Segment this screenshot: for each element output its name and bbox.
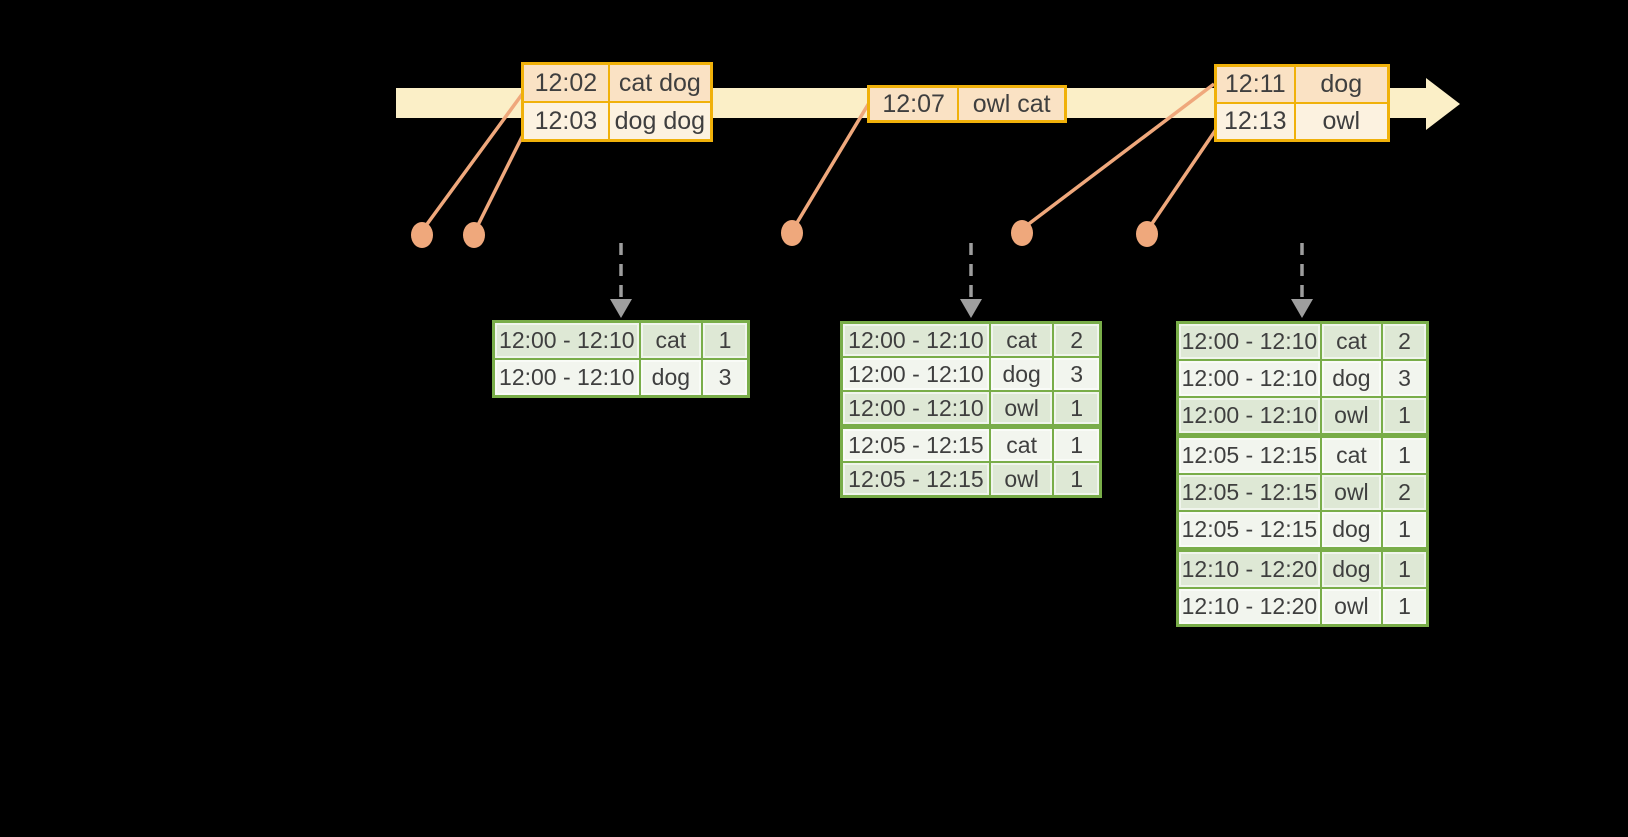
- count-cell: 1: [1054, 463, 1099, 495]
- down-arrowhead-icon: [960, 299, 982, 318]
- count-cell: 1: [1383, 512, 1426, 547]
- count-cell: 1: [1383, 589, 1426, 624]
- event-time: 12:11: [1217, 67, 1294, 102]
- event-connector-line: [472, 130, 527, 234]
- event-time: 12:02: [524, 65, 608, 101]
- trigger-arrow: [610, 243, 632, 318]
- event-dot-icon: [1011, 220, 1033, 246]
- word-cell: owl: [990, 463, 1053, 495]
- event-dot-icon: [463, 222, 485, 248]
- window-cell: 12:05 - 12:15: [843, 463, 989, 495]
- event-words: cat dog: [609, 65, 710, 101]
- word-cell: owl: [990, 392, 1053, 424]
- window-cell: 12:00 - 12:10: [843, 392, 989, 424]
- event-words: dog: [1295, 67, 1387, 102]
- window-cell: 12:00 - 12:10: [495, 360, 639, 395]
- count-cell: 3: [1383, 361, 1426, 396]
- window-cell: 12:05 - 12:15: [1179, 475, 1320, 510]
- count-cell: 1: [1383, 438, 1426, 473]
- window-cell: 12:00 - 12:10: [495, 323, 639, 358]
- word-cell: owl: [1321, 475, 1382, 510]
- event-words: dog dog: [609, 103, 710, 139]
- count-cell: 1: [1054, 429, 1099, 461]
- window-cell: 12:05 - 12:15: [843, 429, 989, 461]
- count-cell: 1: [1383, 552, 1426, 587]
- count-cell: 1: [1054, 392, 1099, 424]
- trigger-arrow: [1291, 243, 1313, 318]
- word-cell: dog: [1321, 361, 1382, 396]
- word-cell: cat: [640, 323, 702, 358]
- event-connector-line: [1020, 82, 1216, 231]
- count-cell: 3: [703, 360, 747, 395]
- word-cell: cat: [990, 324, 1053, 356]
- trigger-arrow: [960, 243, 982, 318]
- count-cell: 2: [1383, 475, 1426, 510]
- window-cell: 12:10 - 12:20: [1179, 589, 1320, 624]
- count-cell: 2: [1383, 324, 1426, 359]
- word-cell: dog: [1321, 512, 1382, 547]
- window-cell: 12:05 - 12:15: [1179, 512, 1320, 547]
- event-words: owl: [1295, 104, 1387, 139]
- window-cell: 12:00 - 12:10: [843, 324, 989, 356]
- window-cell: 12:00 - 12:10: [843, 358, 989, 390]
- window-cell: 12:00 - 12:10: [1179, 324, 1320, 359]
- word-cell: dog: [640, 360, 702, 395]
- event-connector-line: [790, 102, 871, 232]
- event-dot-icon: [781, 220, 803, 246]
- window-cell: 12:00 - 12:10: [1179, 398, 1320, 433]
- word-cell: cat: [1321, 324, 1382, 359]
- down-arrowhead-icon: [1291, 299, 1313, 318]
- event-time: 12:07: [870, 88, 958, 120]
- event-connector-line: [420, 91, 525, 233]
- window-cell: 12:05 - 12:15: [1179, 438, 1320, 473]
- event-dot-icon: [411, 222, 433, 248]
- window-cell: 12:00 - 12:10: [1179, 361, 1320, 396]
- count-cell: 2: [1054, 324, 1099, 356]
- word-cell: owl: [1321, 589, 1382, 624]
- word-cell: dog: [990, 358, 1053, 390]
- count-cell: 1: [703, 323, 747, 358]
- word-cell: dog: [1321, 552, 1382, 587]
- event-time: 12:03: [524, 103, 608, 139]
- event-dot-icon: [1136, 221, 1158, 247]
- event-time: 12:13: [1217, 104, 1294, 139]
- event-connector-line: [1145, 127, 1219, 232]
- event-words: owl cat: [959, 88, 1064, 120]
- window-cell: 12:10 - 12:20: [1179, 552, 1320, 587]
- word-cell: cat: [990, 429, 1053, 461]
- word-cell: cat: [1321, 438, 1382, 473]
- down-arrowhead-icon: [610, 299, 632, 318]
- count-cell: 1: [1383, 398, 1426, 433]
- word-cell: owl: [1321, 398, 1382, 433]
- count-cell: 3: [1054, 358, 1099, 390]
